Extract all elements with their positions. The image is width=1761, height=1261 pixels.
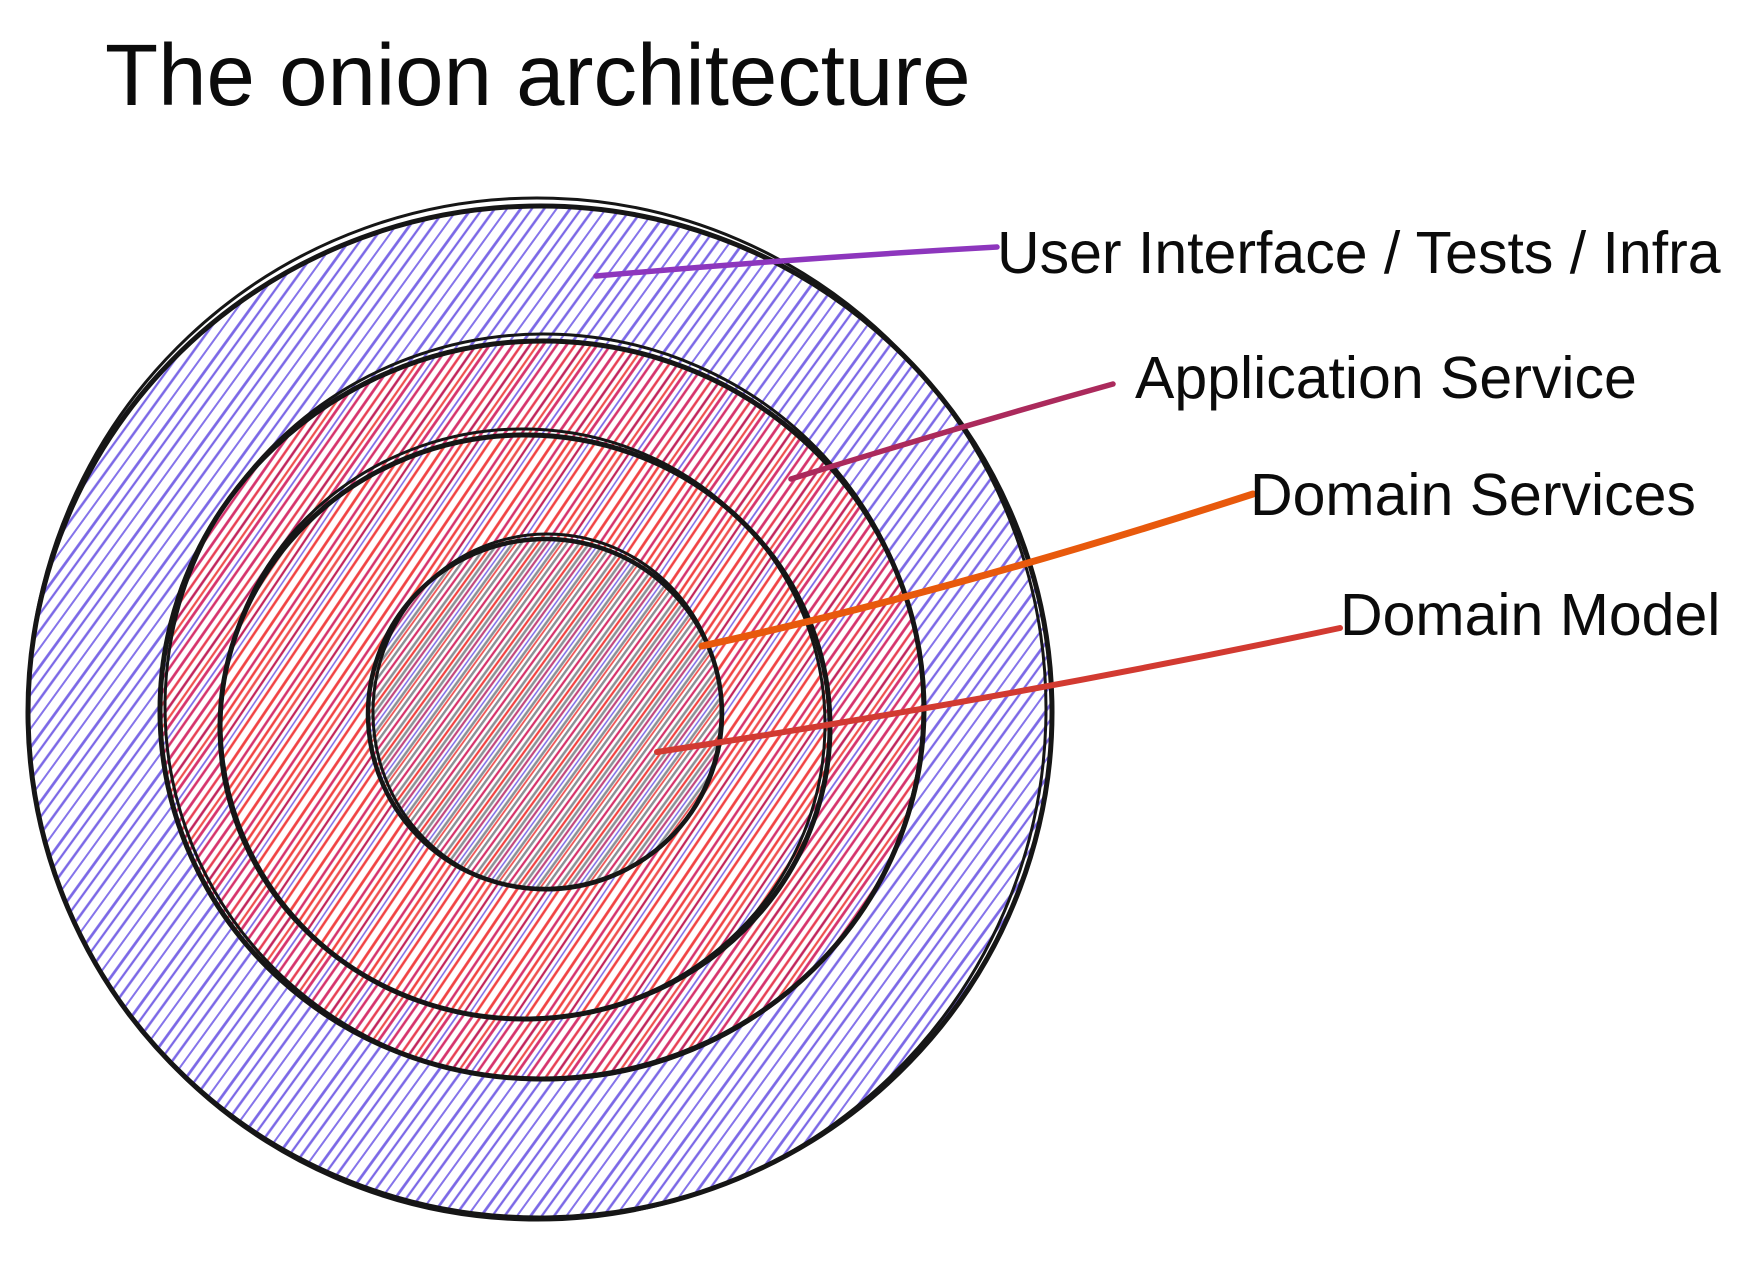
outer-circle-outline-2 xyxy=(26,196,1048,1222)
application-circle-outline-2 xyxy=(163,332,925,1082)
domain-model-leader-line xyxy=(654,625,1343,755)
core-domain-model xyxy=(367,536,723,892)
page-title: The onion architecture xyxy=(105,27,971,124)
leader-lines xyxy=(593,244,1343,755)
onion-rings xyxy=(28,204,1052,1220)
label-user-interface: User Interface / Tests / Infra xyxy=(997,220,1721,286)
domain-services-leader-line xyxy=(698,490,1257,650)
layer-labels: User Interface / Tests / Infra Applicati… xyxy=(997,220,1721,648)
user-interface-leader-line xyxy=(593,244,1000,279)
application-service-leader-line xyxy=(788,381,1116,482)
domain-model-circle-outline-2 xyxy=(371,532,723,892)
label-application-service: Application Service xyxy=(1135,345,1637,411)
circle-outlines xyxy=(25,196,1055,1222)
label-domain-model: Domain Model xyxy=(1340,582,1720,648)
ring-domain-services xyxy=(220,434,830,1020)
domain-services-circle-outline-2 xyxy=(219,427,827,1021)
label-domain-services: Domain Services xyxy=(1250,462,1696,528)
